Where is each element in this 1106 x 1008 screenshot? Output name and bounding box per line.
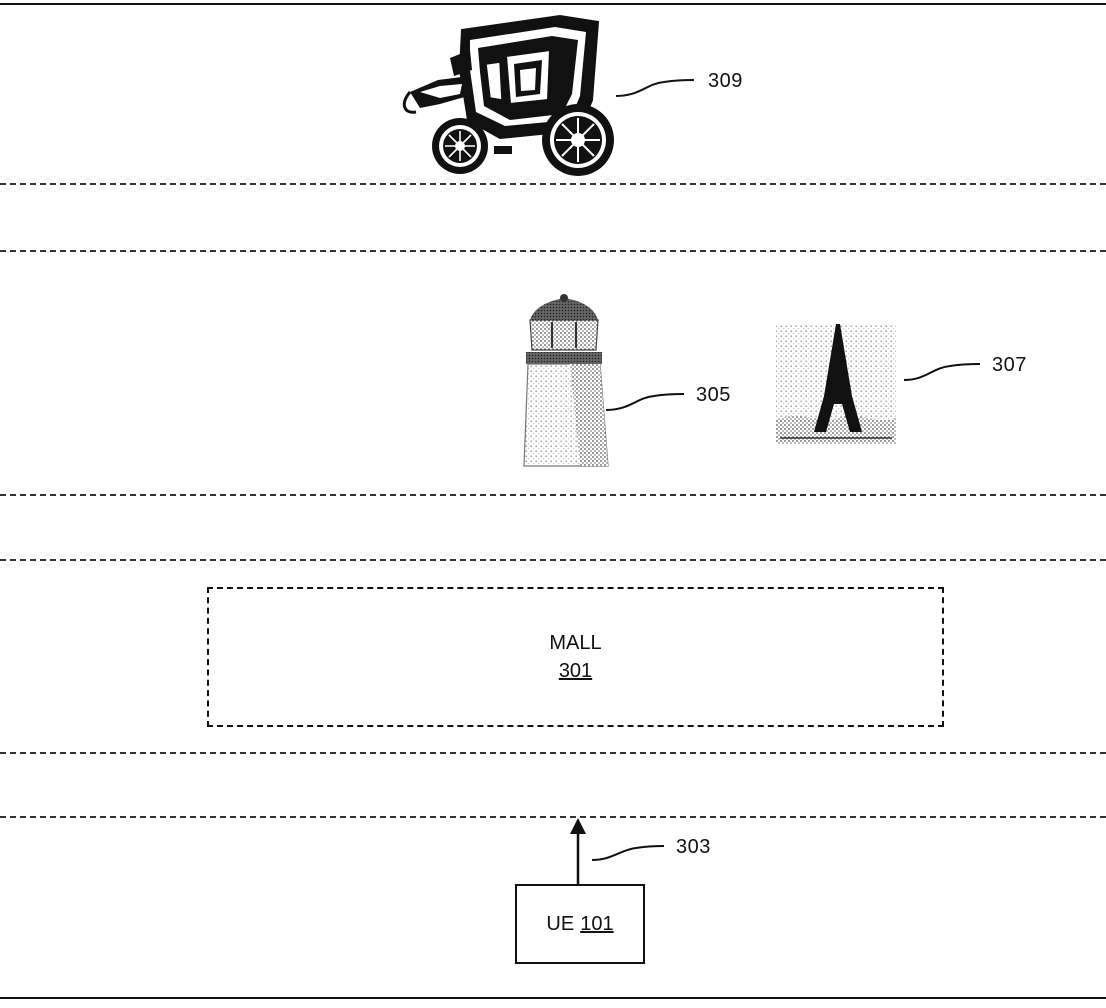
band-divider-5 bbox=[0, 752, 1106, 754]
mall-title: MALL bbox=[549, 632, 602, 654]
lighthouse-leader-line bbox=[605, 393, 685, 411]
bottom-border-line bbox=[0, 997, 1106, 999]
label-309: 309 bbox=[708, 70, 743, 92]
mall-ref: 301 bbox=[558, 660, 593, 682]
eiffel-tower-icon bbox=[776, 324, 896, 444]
ue-ref: 101 bbox=[580, 913, 614, 935]
label-307: 307 bbox=[992, 354, 1027, 376]
top-border-line bbox=[0, 3, 1106, 5]
band-divider-1 bbox=[0, 183, 1106, 185]
lighthouse-icon bbox=[523, 294, 609, 467]
carriage-icon bbox=[402, 14, 614, 176]
arrowhead-icon bbox=[570, 818, 586, 834]
ue-title: UE bbox=[546, 913, 575, 935]
band-divider-4 bbox=[0, 559, 1106, 561]
band-divider-2 bbox=[0, 250, 1106, 252]
ue-box: UE 101 bbox=[515, 884, 645, 964]
mall-box: MALL 301 bbox=[207, 587, 944, 727]
band-divider-3 bbox=[0, 494, 1106, 496]
label-303: 303 bbox=[676, 836, 711, 858]
carriage-leader-line bbox=[615, 79, 695, 97]
band-divider-6 bbox=[0, 816, 1106, 818]
eiffel-leader-line bbox=[903, 363, 981, 381]
arrow-leader-line bbox=[591, 845, 665, 861]
label-305: 305 bbox=[696, 384, 731, 406]
